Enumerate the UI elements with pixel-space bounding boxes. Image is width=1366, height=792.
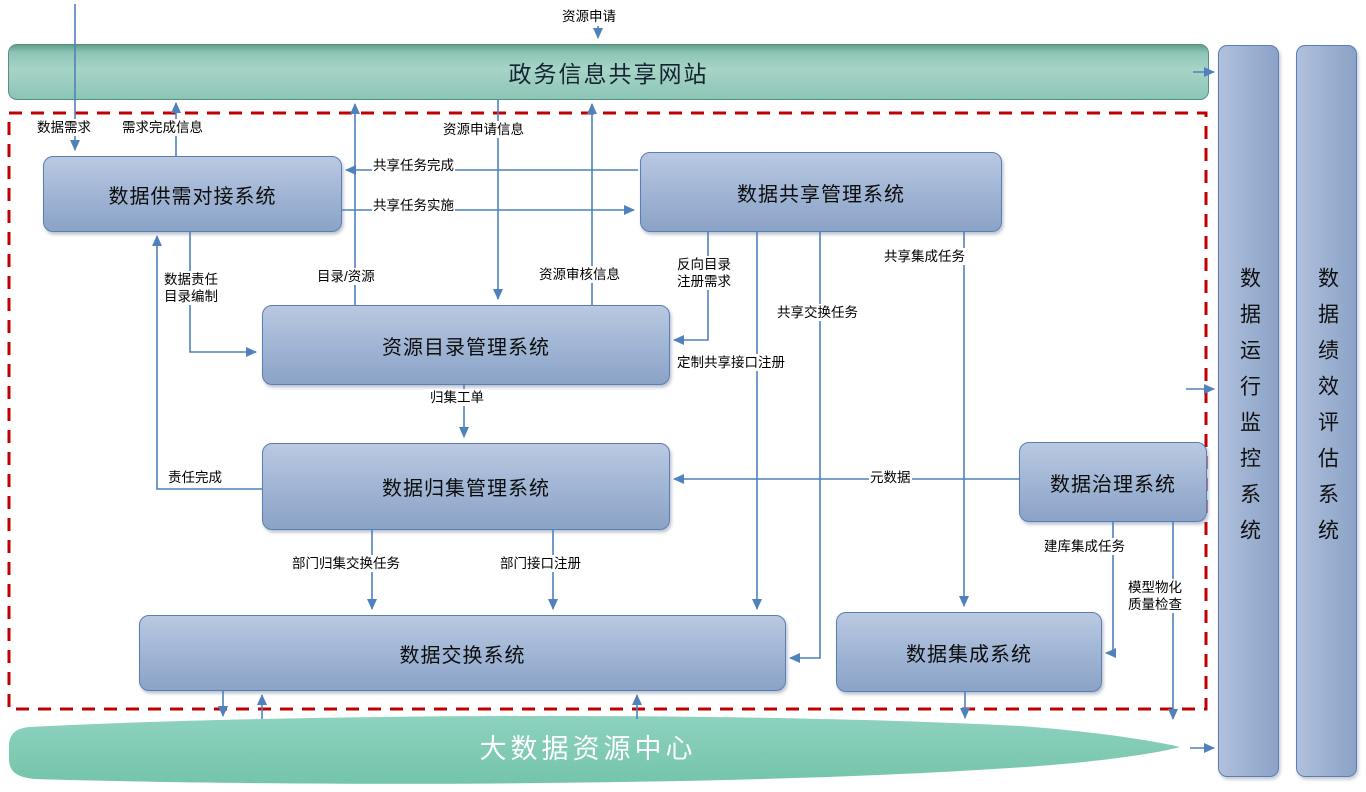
data-operation-monitoring-label: 数据运行监控系统 [1237,267,1261,555]
label-model-quality-check: 模型物化质量检查 [1127,579,1187,613]
label-data-duty-catalog: 数据责任目录编制 [163,271,223,305]
label-custom-share-register: 定制共享接口注册 [676,354,786,371]
resource-catalog-mgmt-label: 资源目录管理系统 [382,336,550,359]
bar-data-operation-monitoring: 数据运行监控系统 [1218,45,1279,777]
system-box-data-governance: 数据治理系统 [1019,442,1207,522]
label-share-task-impl: 共享任务实施 [372,197,455,214]
label-demand-done: 需求完成信息 [121,119,204,136]
system-box-data-sharing-mgmt: 数据共享管理系统 [640,152,1002,232]
data-collection-mgmt-label: 数据归集管理系统 [382,478,550,500]
data-governance-label: 数据治理系统 [1050,473,1176,496]
system-box-data-exchange: 数据交换系统 [139,615,786,691]
big-data-center-wave [9,715,1180,784]
label-dept-interface-register: 部门接口注册 [499,555,582,572]
data-exchange-label: 数据交换系统 [399,644,526,667]
data-sharing-mgmt-label: 数据共享管理系统 [737,183,905,206]
label-data-demand: 数据需求 [36,119,92,136]
label-share-task-done: 共享任务完成 [372,157,455,174]
label-collect-order: 归集工单 [429,389,485,406]
data-performance-evaluation-label: 数据绩效评估系统 [1315,267,1339,555]
data-integration-label: 数据集成系统 [906,643,1032,666]
label-reverse-catalog-register: 反向目录注册需求 [676,256,736,290]
label-resource-review-info: 资源审核信息 [538,266,621,283]
gov-info-sharing-website-label: 政务信息共享网站 [508,61,709,87]
label-share-integrate-task: 共享集成任务 [883,248,966,265]
system-box-data-integration: 数据集成系统 [836,612,1102,692]
system-box-data-collection-mgmt: 数据归集管理系统 [262,443,670,530]
platform-boundary-dashed [7,111,1208,711]
label-dept-collect-exchange: 部门归集交换任务 [291,555,401,572]
label-db-integrate-task: 建库集成任务 [1043,538,1126,555]
label-share-exchange-task: 共享交换任务 [776,304,859,321]
label-metadata: 元数据 [869,469,912,486]
label-resource-apply: 资源申请 [561,8,617,25]
gov-info-sharing-website-bar: 政务信息共享网站 [8,44,1209,100]
system-box-supply-demand: 数据供需对接系统 [43,156,342,232]
big-data-center-title: 大数据资源中心 [479,734,697,764]
label-duty-done: 责任完成 [167,469,223,486]
bar-data-performance-evaluation: 数据绩效评估系统 [1296,45,1357,777]
system-box-resource-catalog-mgmt: 资源目录管理系统 [262,305,670,385]
label-catalog-resource: 目录/资源 [316,268,376,285]
label-resource-apply-info: 资源申请信息 [442,121,525,138]
supply-demand-label: 数据供需对接系统 [108,185,277,208]
